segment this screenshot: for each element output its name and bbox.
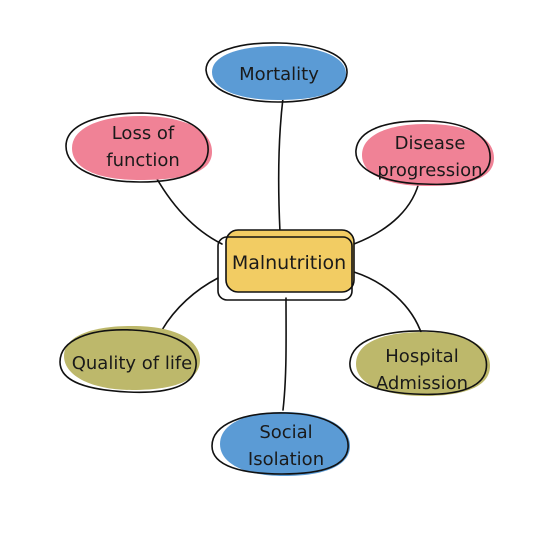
node-loss-of-function: Loss of function	[65, 112, 212, 183]
node-quality-of-life-label: Quality of life	[72, 353, 193, 374]
node-malnutrition-outline-outer	[217, 236, 353, 301]
node-malnutrition-label: Malnutrition	[232, 252, 346, 274]
node-quality-of-life-blob	[64, 326, 200, 390]
node-mortality-blob	[212, 46, 346, 100]
node-disease-progression: Disease progression	[355, 120, 494, 186]
link-disease-progression	[353, 177, 421, 245]
node-hospital-admission-blob	[356, 332, 490, 396]
node-disease-progression-blob	[362, 124, 494, 186]
node-mortality-line: Mortality	[239, 64, 319, 85]
node-loss-of-function-line: Loss of	[112, 123, 175, 144]
node-mortality: Mortality	[205, 42, 348, 103]
link-quality-of-life	[161, 277, 219, 331]
link-mortality	[277, 97, 284, 233]
node-hospital-admission-outline	[349, 330, 488, 396]
node-hospital-admission-line: Admission	[376, 373, 468, 394]
node-malnutrition-outline-inner	[225, 229, 355, 293]
node-social-isolation-outline	[211, 412, 349, 475]
node-loss-of-function-outline	[65, 112, 209, 183]
node-social-isolation-line: Isolation	[248, 449, 324, 470]
node-social-isolation-line: Social	[259, 422, 312, 443]
node-disease-progression-line: progression	[377, 160, 482, 181]
node-quality-of-life-outline	[59, 329, 197, 394]
node-loss-of-function-line: function	[106, 150, 180, 171]
node-disease-progression-outline	[355, 120, 491, 186]
node-quality-of-life: Quality of life	[59, 326, 200, 394]
node-disease-progression-label: Disease progression	[377, 133, 482, 181]
link-social-isolation	[282, 297, 287, 411]
node-quality-of-life-line: Quality of life	[72, 353, 193, 374]
node-loss-of-function-blob	[72, 116, 212, 180]
link-hospital-admission	[353, 271, 423, 336]
node-malnutrition-fill	[226, 230, 354, 292]
node-hospital-admission-line: Hospital	[385, 346, 458, 367]
node-social-isolation-blob	[220, 412, 350, 476]
node-mortality-outline	[205, 42, 348, 103]
node-mortality-label: Mortality	[239, 64, 319, 85]
node-malnutrition: Malnutrition	[217, 229, 355, 301]
node-loss-of-function-label: Loss of function	[106, 123, 180, 171]
node-disease-progression-line: Disease	[395, 133, 466, 154]
